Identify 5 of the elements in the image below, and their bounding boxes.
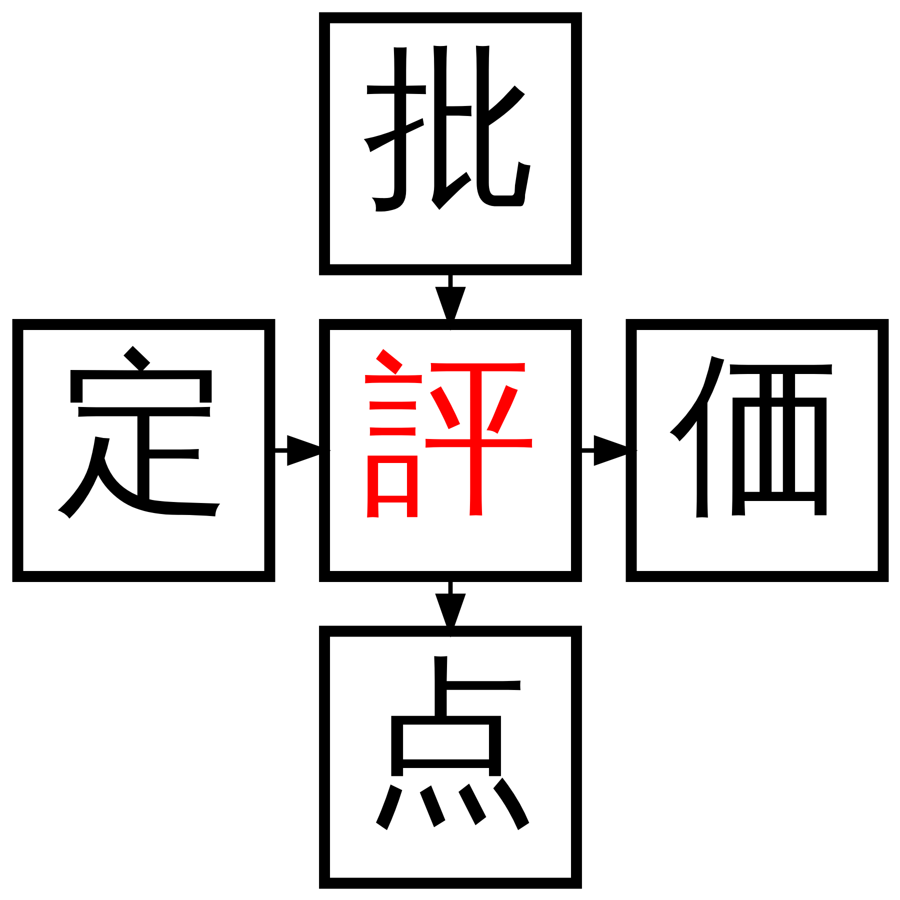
node-box: 評 [318, 318, 582, 582]
node-box: 定 [12, 318, 275, 582]
node-box: 点 [318, 625, 582, 888]
node-box: 価 [625, 318, 888, 582]
node-box: 批 [318, 12, 582, 275]
